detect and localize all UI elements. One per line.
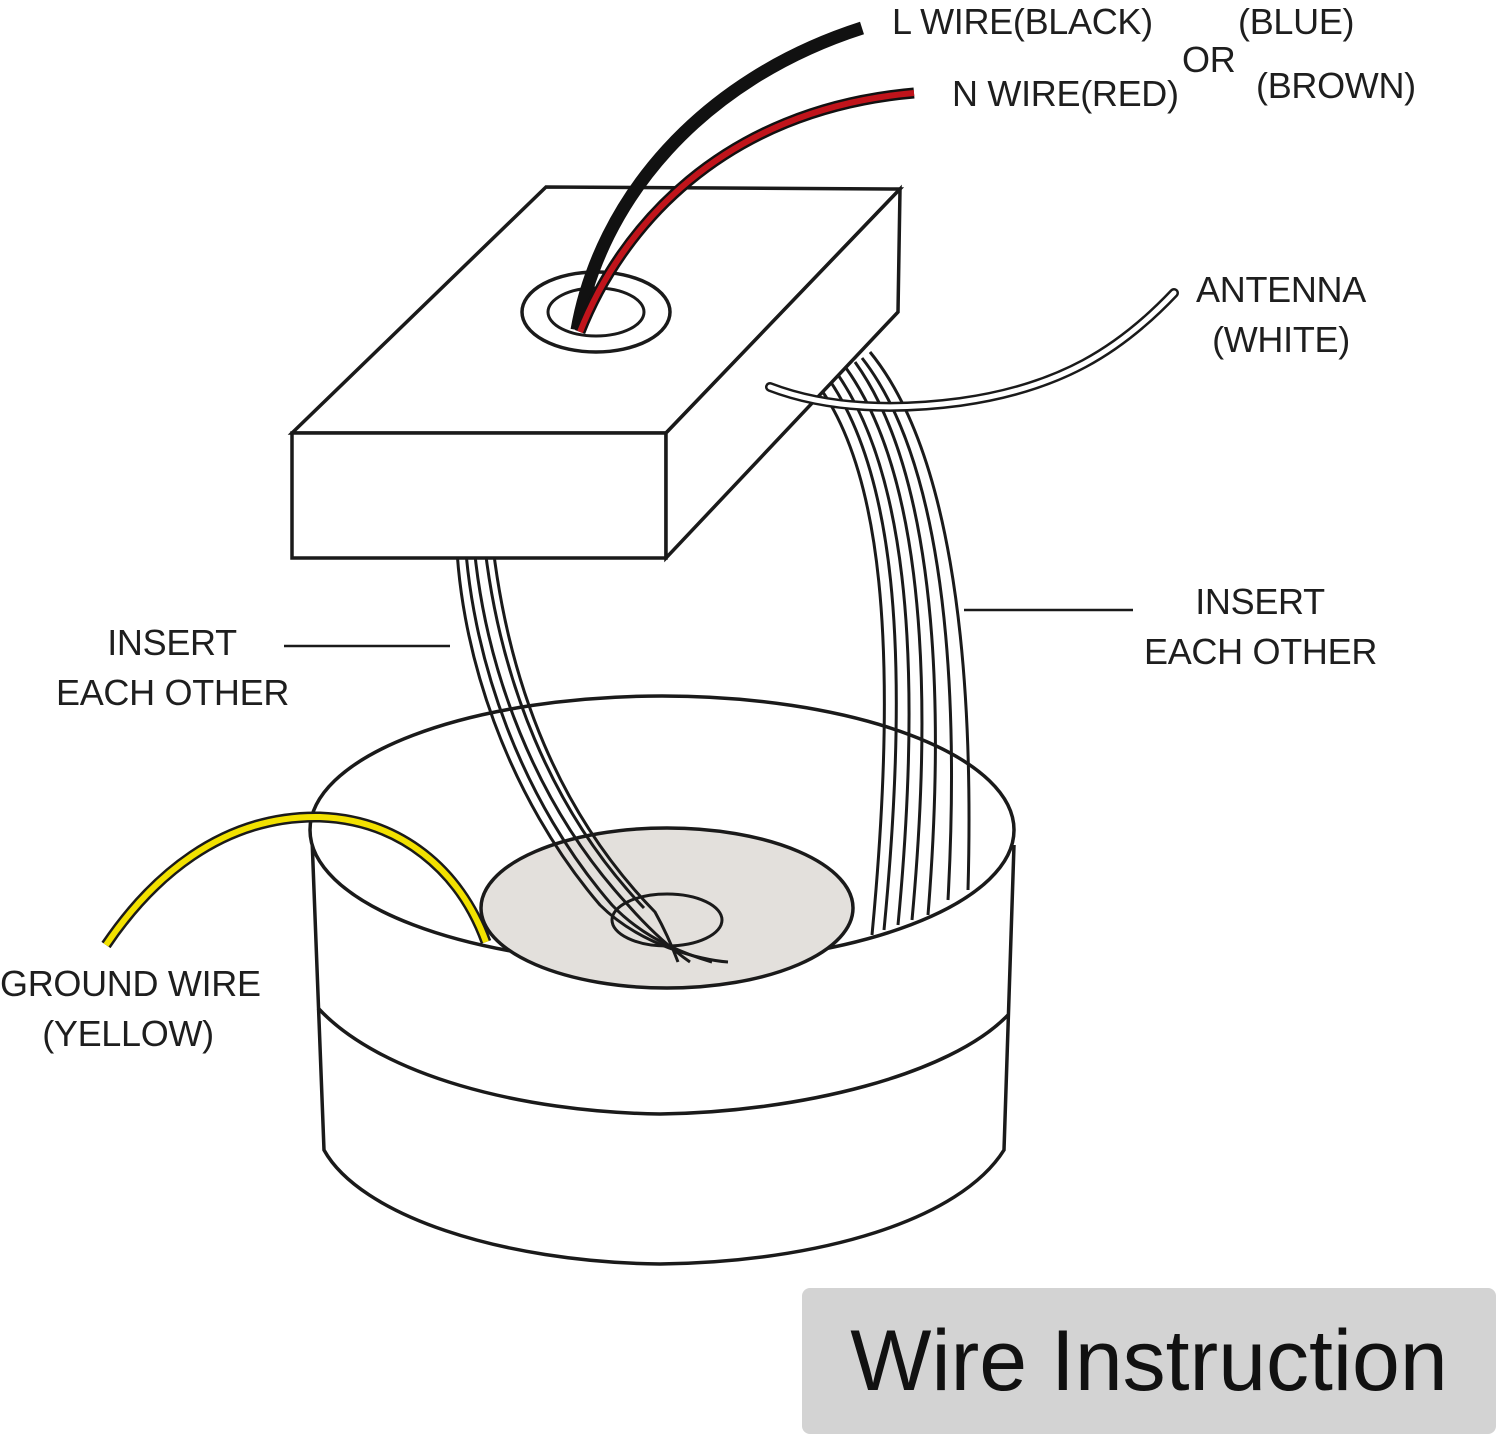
box-right-face <box>664 184 902 563</box>
left-wire-bundle <box>454 514 729 964</box>
diagram-title: Wire Instruction <box>850 1313 1448 1409</box>
base-band <box>316 1006 1010 1116</box>
inner-disc <box>479 826 855 990</box>
insert-right-label: INSERT <box>1195 581 1325 622</box>
box-front-face <box>290 431 668 560</box>
ground-wire-yellow <box>103 813 489 947</box>
title-box: Wire Instruction <box>802 1288 1496 1434</box>
l-wire-label: L WIRE(BLACK) <box>892 1 1153 42</box>
blue-label: (BLUE) <box>1238 1 1355 42</box>
or-label: OR <box>1182 39 1236 80</box>
ground-wire-color-label: (YELLOW) <box>42 1013 214 1054</box>
insert-left-label-2: EACH OTHER <box>56 672 290 713</box>
n-wire-label: N WIRE(RED) <box>952 73 1179 114</box>
n-wire-red <box>577 90 915 334</box>
ground-wire-label: GROUND WIRE <box>0 963 261 1004</box>
insert-left-label: INSERT <box>107 622 237 663</box>
antenna-label: ANTENNA <box>1196 269 1366 310</box>
antenna-white <box>767 290 1177 410</box>
antenna-color-label: (WHITE) <box>1212 319 1350 360</box>
control-box <box>287 184 905 563</box>
brown-label: (BROWN) <box>1256 65 1416 106</box>
insert-right-label-2: EACH OTHER <box>1144 631 1378 672</box>
l-wire-black <box>570 21 864 332</box>
